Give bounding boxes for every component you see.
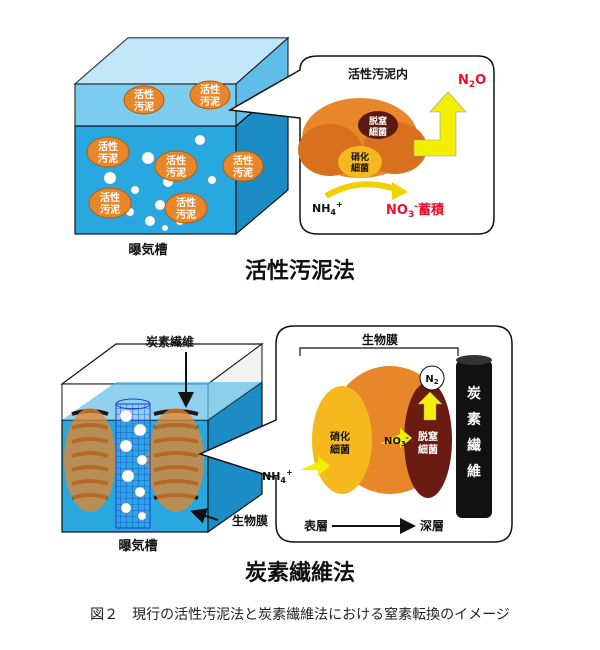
callout-title: 活性汚泥内 (348, 66, 408, 81)
svg-text:汚泥: 汚泥 (166, 166, 186, 179)
carbon-fiber-column (456, 360, 492, 518)
biofilm (64, 408, 204, 512)
bubbles (119, 409, 148, 521)
sludge-floc: 活性 汚泥 (154, 150, 198, 182)
svg-text:活性: 活性 (176, 196, 196, 209)
sludge-floc: 活性 汚泥 (189, 80, 231, 110)
sludge-floc: 活性 汚泥 (123, 85, 165, 115)
svg-text:繊: 繊 (467, 437, 481, 454)
nitrifying-bacteria (338, 146, 382, 178)
svg-text:活性: 活性 (200, 83, 220, 96)
svg-text:汚泥: 汚泥 (200, 95, 220, 108)
denitrifying-bacteria (358, 111, 398, 139)
nh4-label-bottom: NH4+ (262, 468, 293, 485)
fiber-label: 炭素繊維 (146, 334, 194, 349)
n2o-label: N2O (458, 73, 486, 90)
method-title-carbon-fiber: 炭素繊維法 (245, 560, 355, 586)
sludge-floc: 活性 汚泥 (164, 192, 208, 224)
svg-text:脱窒: 脱窒 (369, 115, 387, 127)
denitrifying-bacteria (404, 382, 452, 498)
sludge-floc: 活性 汚泥 (86, 136, 130, 168)
nh4-label: NH4+ (312, 200, 343, 217)
svg-text:汚泥: 汚泥 (100, 203, 120, 216)
tank-label-bottom: 曝気槽 (118, 538, 157, 554)
sludge-floc: 活性 汚泥 (88, 187, 132, 219)
method-title-activated-sludge: 活性汚泥法 (245, 259, 355, 284)
svg-text:素: 素 (467, 411, 481, 428)
svg-text:脱窒: 脱窒 (418, 430, 438, 443)
svg-text:細菌: 細菌 (418, 443, 438, 456)
bottom-aeration-tank (60, 343, 264, 534)
n2o-arrow (413, 91, 467, 157)
svg-text:活性: 活性 (166, 154, 186, 167)
bottom-callout: 生物膜 硝化 細菌 脱窒 細菌 N2 NO3- NH4+ 炭 素 繊 維 表層 … (197, 325, 513, 543)
bubbles (91, 134, 217, 232)
deep-label: 深層 (420, 518, 444, 533)
floc-label: 活性 (134, 88, 154, 101)
svg-text:細菌: 細菌 (351, 162, 369, 174)
top-callout: 活性汚泥内 脱窒 細菌 硝化 細菌 N2O NH4+ NO3-蓄積 (227, 55, 495, 235)
top-aeration-tank: 活性 汚泥 活性 汚泥 活性 汚泥 活性 汚泥 活性 汚泥 活性 汚泥 (73, 36, 290, 236)
surface-label: 表層 (303, 518, 328, 533)
svg-text:細菌: 細菌 (369, 126, 387, 138)
svg-text:維: 維 (467, 463, 481, 480)
svg-text:活性: 活性 (98, 140, 118, 153)
svg-text:汚泥: 汚泥 (176, 208, 196, 221)
svg-text:活性: 活性 (100, 191, 120, 204)
svg-text:細菌: 細菌 (330, 443, 350, 456)
svg-text:汚泥: 汚泥 (134, 100, 154, 113)
svg-text:汚泥: 汚泥 (233, 166, 253, 179)
no3-label: NO3- (384, 434, 409, 448)
biofilm-label: 生物膜 (232, 513, 268, 528)
svg-text:炭: 炭 (467, 385, 481, 402)
no3-accumulate-label: NO3-蓄積 (386, 202, 445, 220)
svg-text:硝化: 硝化 (351, 151, 369, 163)
svg-text:汚泥: 汚泥 (98, 152, 118, 165)
svg-text:活性: 活性 (233, 154, 253, 167)
callout-biofilm-title: 生物膜 (362, 332, 398, 347)
figure-caption: 図２ 現行の活性汚泥法と炭素繊維法における窒素転換のイメージ (90, 607, 510, 623)
tank-label-top: 曝気槽 (128, 242, 167, 258)
svg-text:硝化: 硝化 (330, 430, 350, 443)
n2-bubble (419, 365, 445, 391)
sludge-floc: 活性 汚泥 (222, 150, 264, 182)
